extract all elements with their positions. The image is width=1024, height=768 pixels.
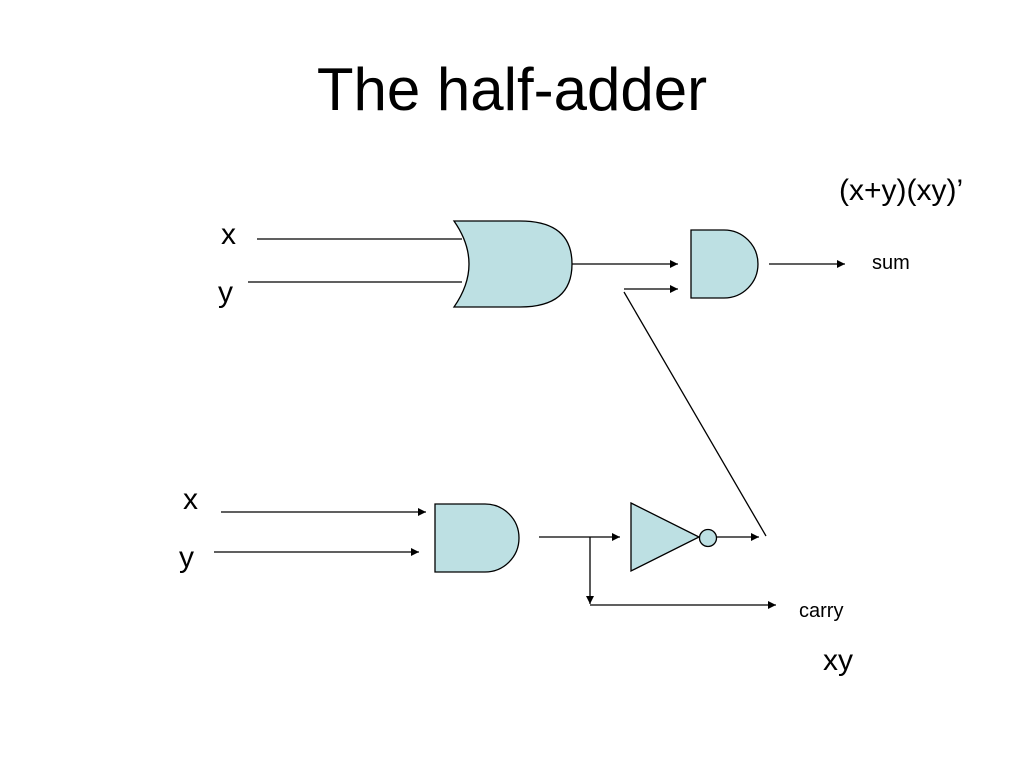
- page-title: The half-adder: [316, 56, 708, 123]
- carry-and-gate: [434, 503, 520, 573]
- carry-output-label: carry: [799, 600, 844, 622]
- bottom-x-label: x: [183, 483, 198, 516]
- sum-output-label: sum: [872, 252, 910, 274]
- sum-expression: (x+y)(xy)’: [839, 174, 964, 207]
- feedback-wire: [623, 291, 767, 537]
- not-gate-bubble: [698, 528, 718, 548]
- top-y-label: y: [218, 276, 233, 309]
- not-gate: [630, 501, 701, 573]
- or-gate: [452, 220, 573, 308]
- sum-and-gate: [690, 229, 759, 299]
- bottom-y-label: y: [179, 541, 194, 574]
- top-x-label: x: [221, 218, 236, 251]
- carry-expression: xy: [823, 644, 853, 677]
